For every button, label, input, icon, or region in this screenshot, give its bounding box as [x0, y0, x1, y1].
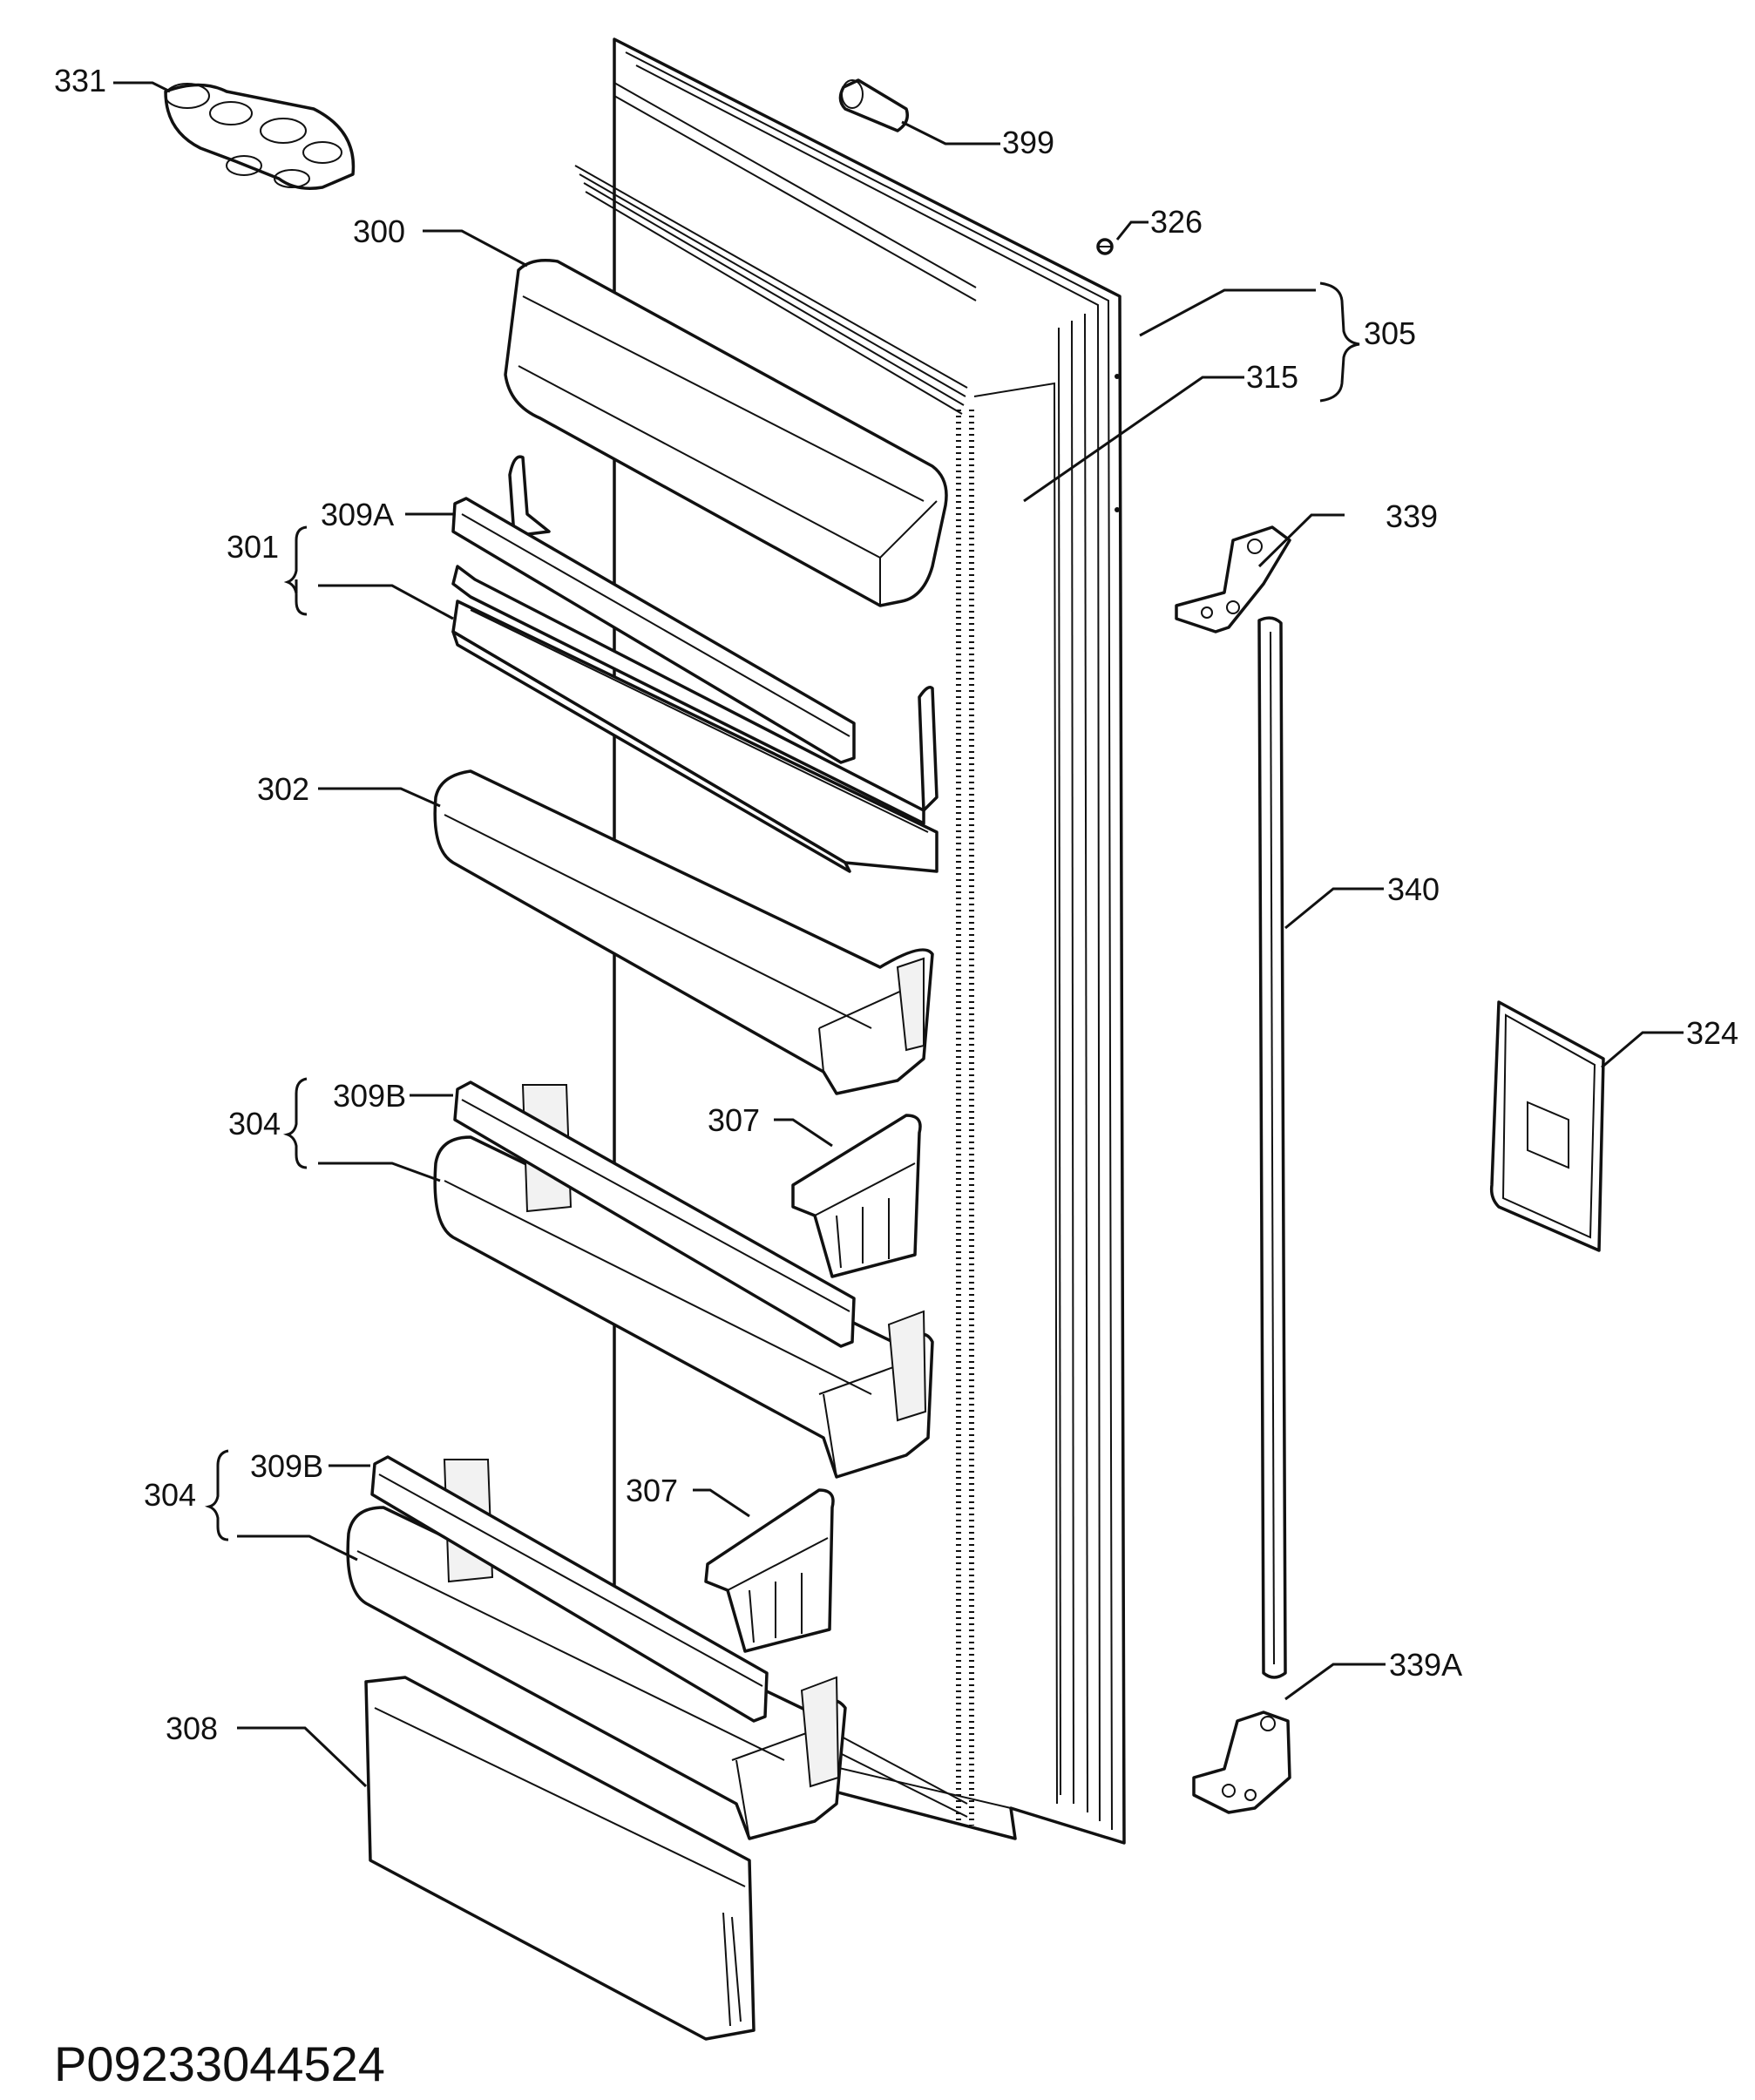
label-301: 301: [227, 529, 279, 565]
label-304-lower: 304: [144, 1477, 196, 1513]
bottom-bin-308: [364, 1676, 756, 2041]
screw-326: [1096, 238, 1114, 255]
label-326: 326: [1150, 204, 1203, 240]
gasket-strip-340: [1257, 616, 1287, 1679]
label-309B-upper: 309B: [333, 1078, 406, 1114]
label-399: 399: [1002, 125, 1054, 160]
label-315: 315: [1246, 359, 1298, 395]
part-labels: 331 399 326 300 305 315 301 309A 339 302…: [54, 63, 1738, 2091]
drawing-code: P09233044524: [54, 2036, 385, 2091]
label-309B-lower: 309B: [250, 1448, 323, 1484]
dairy-compartment-300: [504, 259, 948, 607]
label-331: 331: [54, 63, 106, 98]
egg-tray-331: [164, 83, 356, 190]
cover-plate-324: [1489, 1000, 1605, 1252]
label-340: 340: [1387, 871, 1440, 907]
bar-309B-upper: [453, 1080, 856, 1348]
label-339: 339: [1386, 498, 1438, 534]
label-324: 324: [1686, 1015, 1738, 1051]
bottle-divider-307-lower: [704, 1488, 835, 1653]
label-304-upper: 304: [228, 1106, 281, 1141]
label-302: 302: [257, 771, 309, 807]
leader-lines: [113, 81, 1684, 1788]
label-339A: 339A: [1389, 1647, 1462, 1683]
bar-309B-lower: [370, 1455, 769, 1723]
label-300: 300: [353, 213, 405, 249]
label-305: 305: [1364, 315, 1416, 351]
cylinder-part-399: [838, 78, 909, 132]
hinge-339: [1175, 525, 1291, 633]
door-shelf-302: [433, 769, 934, 1095]
door-shelf-301: [451, 455, 938, 873]
label-309A: 309A: [321, 497, 394, 532]
label-307-lower: 307: [626, 1473, 678, 1508]
label-308: 308: [166, 1710, 218, 1746]
hinge-339A: [1192, 1710, 1291, 1814]
bottle-divider-307-upper: [791, 1114, 922, 1278]
door-shelf-304-lower: [346, 1459, 847, 1840]
label-307-upper: 307: [708, 1102, 760, 1138]
bar-309A: [451, 497, 856, 764]
